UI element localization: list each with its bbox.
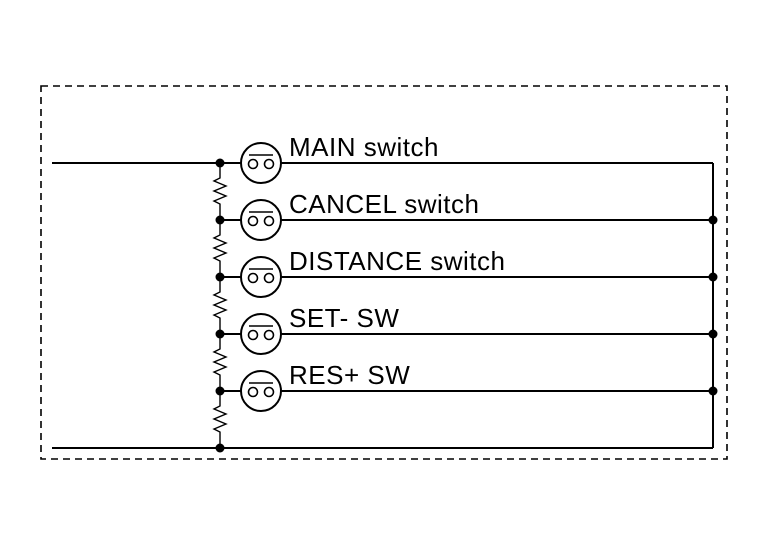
switch-row-distance: DISTANCE switch — [215, 246, 718, 298]
switch-contact-left — [247, 272, 259, 284]
switch-contact-right — [263, 272, 275, 284]
switch-label: RES+ SW — [289, 360, 410, 390]
junction-dot — [215, 329, 225, 339]
resistor-1 — [212, 163, 228, 220]
switch-contact-right — [263, 386, 275, 398]
switch-row-res: RES+ SW — [215, 360, 718, 412]
switch-contact-right — [263, 215, 275, 227]
switch-icon[interactable] — [240, 313, 282, 355]
switch-contact-left — [247, 386, 259, 398]
resistor-2 — [212, 220, 228, 277]
switch-label: CANCEL switch — [289, 189, 479, 219]
switch-contact-left — [247, 329, 259, 341]
switch-icon[interactable] — [240, 142, 282, 184]
switch-row-set: SET- SW — [215, 303, 718, 355]
switch-contact-right — [263, 329, 275, 341]
switch-contact-right — [263, 158, 275, 170]
resistor-ladder — [212, 163, 228, 448]
switch-label: SET- SW — [289, 303, 399, 333]
junction-dot — [215, 158, 225, 168]
bus-junction-dot — [708, 386, 718, 396]
junction-dot — [215, 272, 225, 282]
resistor-4 — [212, 334, 228, 391]
resistor-5 — [212, 391, 228, 448]
switch-icon[interactable] — [240, 370, 282, 412]
switch-icon[interactable] — [240, 199, 282, 241]
junction-dot-bottom — [215, 443, 225, 453]
junction-dot — [215, 215, 225, 225]
bus-junction-dot — [708, 272, 718, 282]
switch-contact-left — [247, 215, 259, 227]
switch-icon[interactable] — [240, 256, 282, 298]
enclosure-border — [40, 85, 728, 460]
switch-row-main: MAIN switch — [215, 132, 713, 184]
switch-row-cancel: CANCEL switch — [215, 189, 718, 241]
switch-contact-left — [247, 158, 259, 170]
resistor-3 — [212, 277, 228, 334]
junction-dot — [215, 386, 225, 396]
switch-label: MAIN switch — [289, 132, 439, 162]
switch-label: DISTANCE switch — [289, 246, 506, 276]
bus-junction-dot — [708, 329, 718, 339]
bus-junction-dot — [708, 215, 718, 225]
